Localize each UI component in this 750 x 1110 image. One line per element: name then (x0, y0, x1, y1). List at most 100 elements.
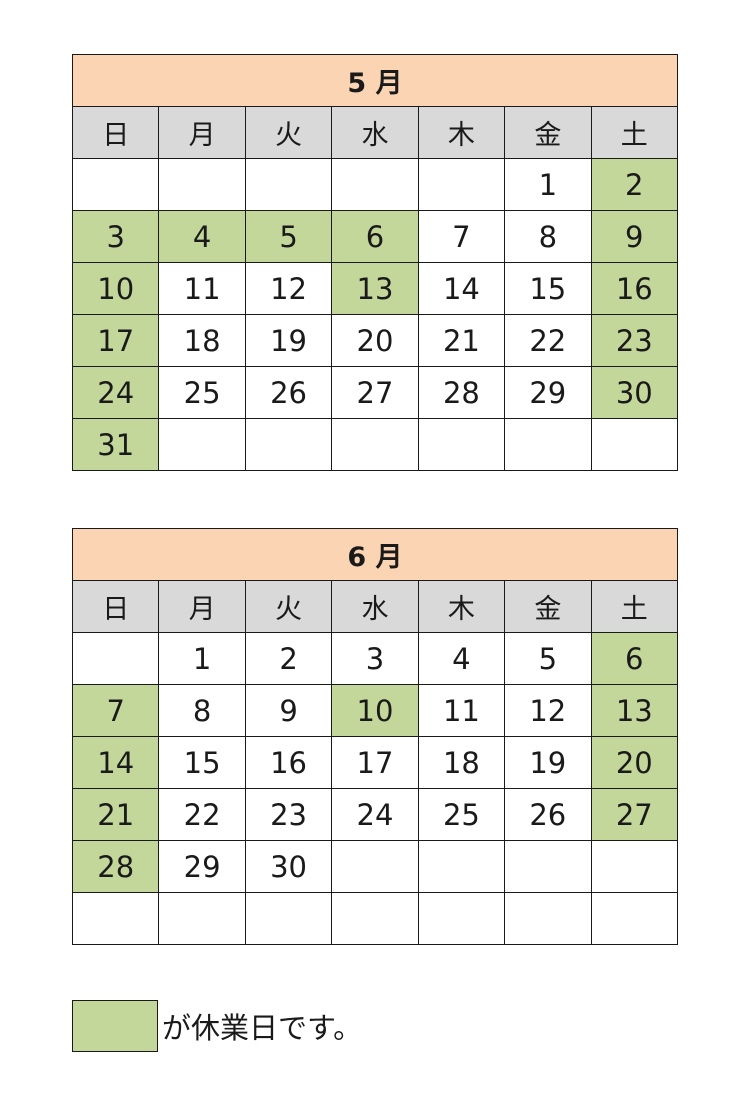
day-cell: 12 (244, 262, 333, 315)
empty-cell (331, 840, 419, 893)
holiday-day-cell: 21 (71, 788, 160, 841)
weekday-header-mon: 月 (158, 580, 246, 633)
day-cell: 15 (504, 262, 592, 315)
holiday-day-cell: 20 (590, 736, 679, 789)
day-cell: 17 (331, 736, 419, 789)
empty-cell (71, 632, 160, 685)
day-cell: 29 (504, 366, 592, 419)
weekday-header-sun: 日 (71, 106, 160, 159)
day-cell: 25 (417, 788, 506, 841)
day-cell: 22 (158, 788, 246, 841)
day-cell: 18 (158, 314, 246, 367)
holiday-day-cell: 13 (331, 262, 419, 315)
empty-cell (158, 158, 246, 211)
holiday-day-cell: 10 (331, 684, 419, 737)
weekday-header-wed: 水 (331, 580, 419, 633)
day-cell: 15 (158, 736, 246, 789)
holiday-day-cell: 9 (590, 210, 679, 263)
day-cell: 8 (504, 210, 592, 263)
empty-cell (158, 418, 246, 471)
empty-cell (504, 840, 592, 893)
weekday-header-mon: 月 (158, 106, 246, 159)
empty-cell (417, 158, 506, 211)
empty-cell (244, 418, 333, 471)
holiday-day-cell: 17 (71, 314, 160, 367)
empty-cell (590, 840, 679, 893)
legend-text: が休業日です。 (162, 1011, 363, 1045)
weekday-header-thu: 木 (417, 106, 506, 159)
day-cell: 20 (331, 314, 419, 367)
day-cell: 18 (417, 736, 506, 789)
day-cell: 2 (244, 632, 333, 685)
day-cell: 26 (504, 788, 592, 841)
empty-cell (417, 892, 506, 945)
day-cell: 11 (417, 684, 506, 737)
holiday-day-cell: 4 (158, 210, 246, 263)
holiday-day-cell: 16 (590, 262, 679, 315)
day-cell: 7 (417, 210, 506, 263)
holiday-day-cell: 13 (590, 684, 679, 737)
weekday-header-fri: 金 (504, 580, 592, 633)
holiday-day-cell: 23 (590, 314, 679, 367)
day-cell: 27 (331, 366, 419, 419)
weekday-header-fri: 金 (504, 106, 592, 159)
day-cell: 11 (158, 262, 246, 315)
day-cell: 22 (504, 314, 592, 367)
day-cell: 28 (417, 366, 506, 419)
empty-cell (590, 418, 679, 471)
weekday-header-tue: 火 (244, 580, 333, 633)
day-cell: 8 (158, 684, 246, 737)
holiday-day-cell: 5 (244, 210, 333, 263)
month-title: 6 月 (72, 528, 678, 581)
holiday-day-cell: 6 (590, 632, 679, 685)
day-cell: 26 (244, 366, 333, 419)
day-cell: 3 (331, 632, 419, 685)
holiday-day-cell: 14 (71, 736, 160, 789)
day-cell: 21 (417, 314, 506, 367)
empty-cell (331, 418, 419, 471)
day-cell: 23 (244, 788, 333, 841)
empty-cell (71, 158, 160, 211)
holiday-day-cell: 28 (71, 840, 160, 893)
weekday-header-wed: 水 (331, 106, 419, 159)
empty-cell (158, 892, 246, 945)
day-cell: 24 (331, 788, 419, 841)
day-cell: 9 (244, 684, 333, 737)
week-row (71, 892, 679, 945)
holiday-day-cell: 24 (71, 366, 160, 419)
holiday-day-cell: 2 (590, 158, 679, 211)
day-cell: 1 (158, 632, 246, 685)
day-cell: 1 (504, 158, 592, 211)
weekday-header-thu: 木 (417, 580, 506, 633)
weekday-header-sat: 土 (590, 106, 679, 159)
day-cell: 5 (504, 632, 592, 685)
empty-cell (331, 892, 419, 945)
empty-cell (417, 418, 506, 471)
empty-cell (590, 892, 679, 945)
month-title: 5 月 (72, 54, 678, 107)
empty-cell (504, 892, 592, 945)
holiday-day-cell: 30 (590, 366, 679, 419)
day-cell: 19 (244, 314, 333, 367)
holiday-day-cell: 6 (331, 210, 419, 263)
week-row: 31 (71, 418, 679, 471)
weekday-header-sat: 土 (590, 580, 679, 633)
day-cell: 14 (417, 262, 506, 315)
holiday-day-cell: 3 (71, 210, 160, 263)
legend-swatch (72, 1000, 158, 1052)
holiday-day-cell: 7 (71, 684, 160, 737)
empty-cell (71, 892, 160, 945)
